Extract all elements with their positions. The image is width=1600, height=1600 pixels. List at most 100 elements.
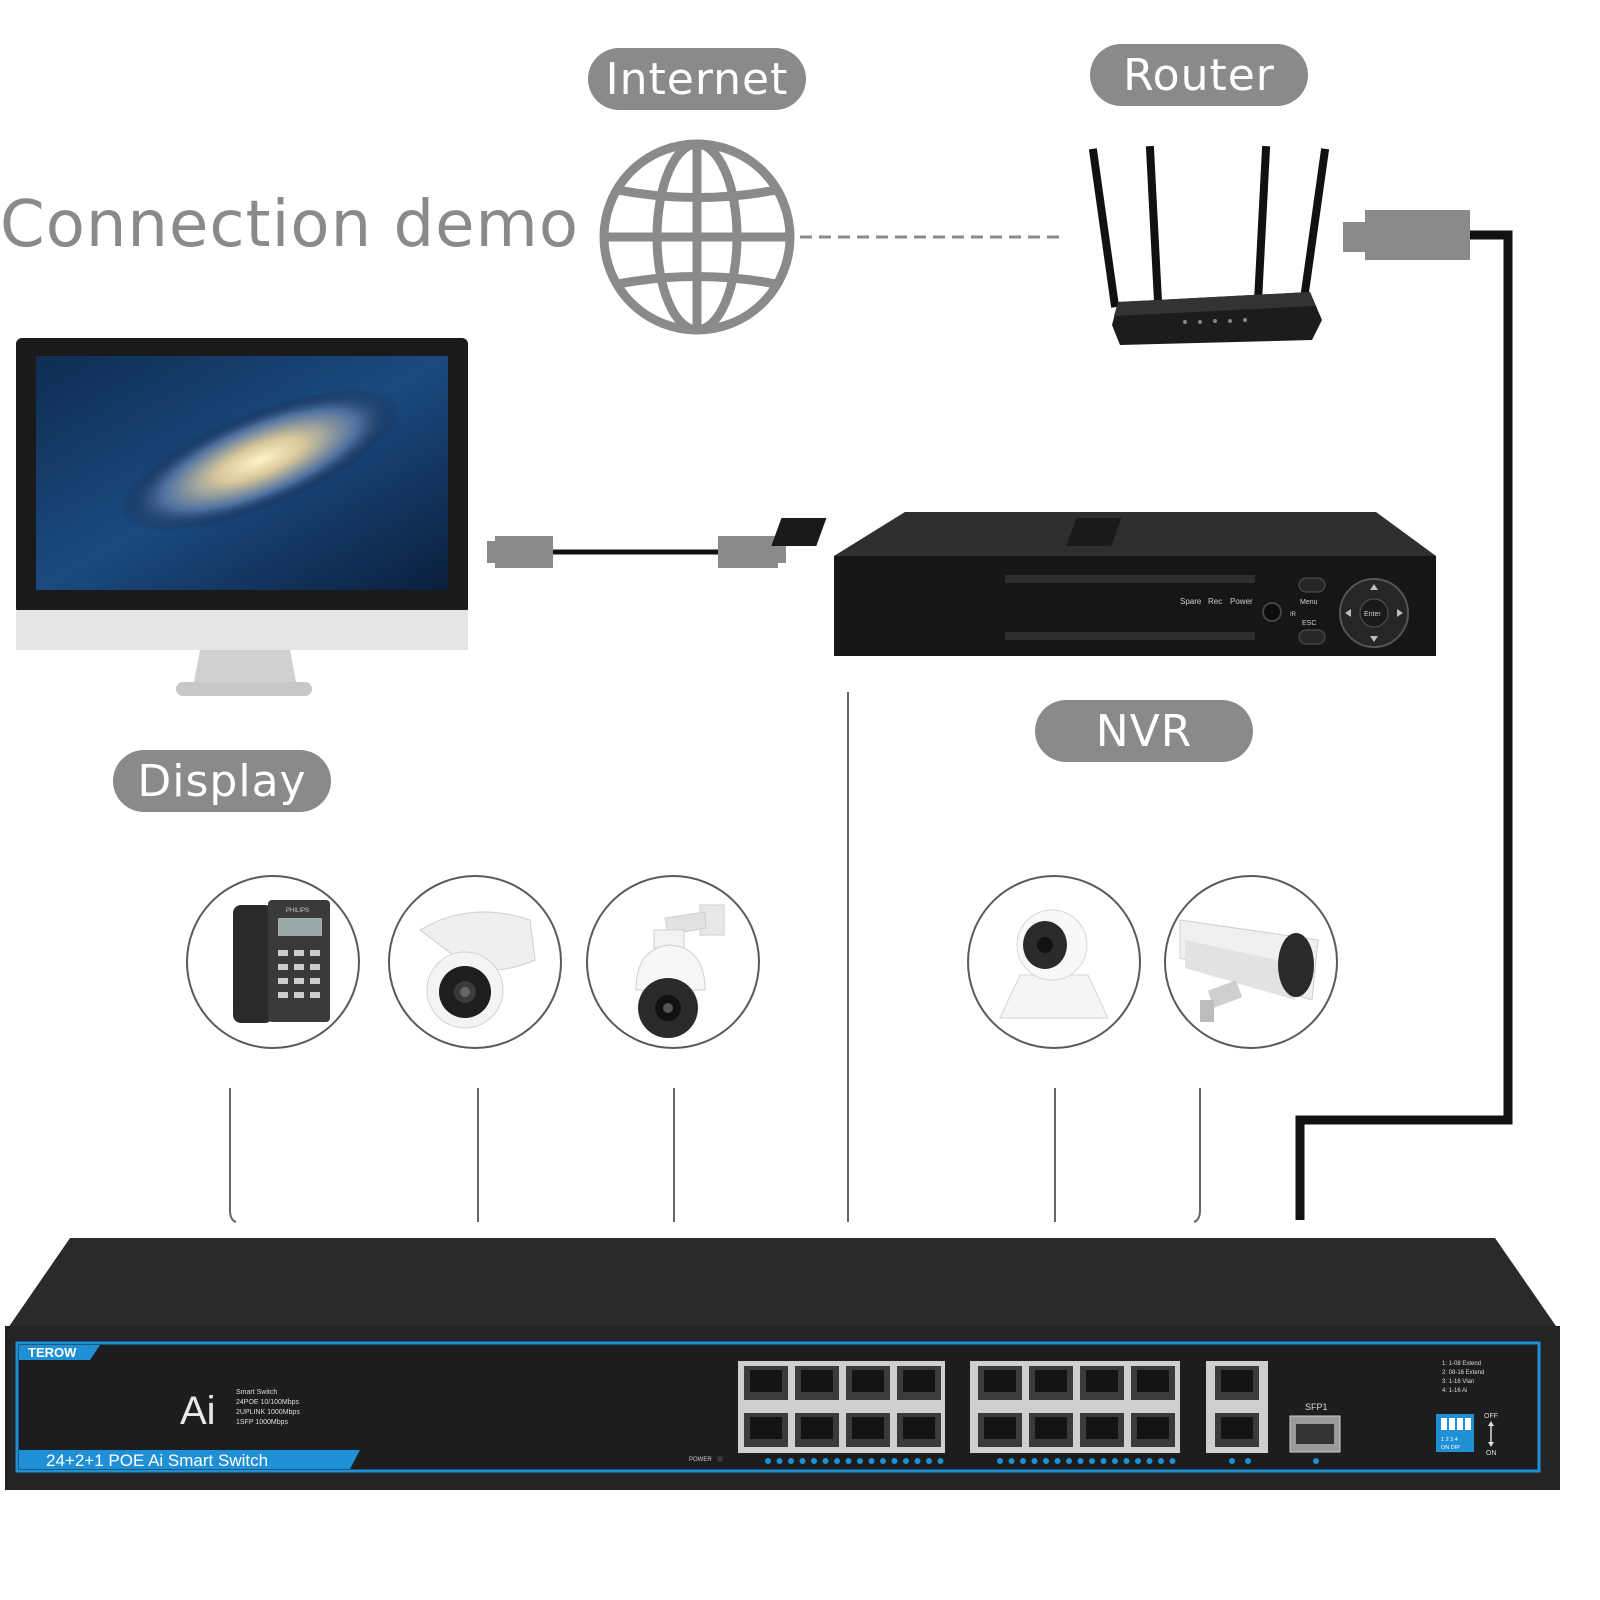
dip-line-2: 2: 08-16 Extend [1442,1370,1484,1376]
rj45-ports [744,1366,1259,1447]
rj45-port [1215,1366,1259,1400]
nvr-ir-label: IR [1290,612,1297,618]
port-led [1169,1458,1176,1464]
port-led [997,1458,1003,1464]
spec-line-4: 1SFP 1000Mbps [236,1419,289,1426]
port-led [857,1458,863,1464]
dip-off-label: OFF [1484,1413,1498,1420]
spec-line-2: 24POE 10/100Mbps [236,1399,300,1406]
cable-plug [1365,210,1470,260]
port-led [1123,1458,1130,1464]
port-led [1100,1458,1107,1464]
device-ptz-camera [586,875,760,1049]
device-dome-camera [388,875,562,1049]
port-led [1031,1458,1038,1464]
rj45-port [846,1366,890,1400]
display-label: Display [113,750,331,812]
port-led [1135,1458,1141,1464]
rj45-port [1131,1413,1175,1447]
rj45-port [897,1413,941,1447]
port-led [788,1458,794,1464]
port-led [914,1458,921,1464]
poe-switch: TEROW 24+2+1 POE Ai Smart Switch Ai Smar… [5,1238,1560,1490]
rj45-port [978,1413,1022,1447]
dip-sub: ON DIP [1441,1445,1460,1451]
dip-numbers: 1 2 3 4 [1441,1437,1458,1443]
port-led [1089,1458,1095,1464]
port-led [765,1458,771,1464]
rj45-port [744,1366,788,1400]
dip-line-1: 1: 1-08 Extend [1442,1361,1481,1367]
port-leds [765,1458,1319,1464]
port-led [926,1458,932,1464]
port-led [880,1458,886,1464]
port-led [1112,1458,1118,1464]
link-bullet-camera [1193,1088,1201,1223]
rj45-port [1215,1413,1259,1447]
device-bullet-camera [1164,875,1338,1049]
internet-label: Internet [588,48,806,110]
port-led [903,1458,909,1464]
nvr-rec-label: Rec [1208,597,1222,606]
power-label: POWER [689,1457,712,1463]
nvr-spare-label: Spare [1180,597,1202,606]
dip-on-label: ON [1486,1450,1497,1457]
rj45-port [795,1366,839,1400]
port-led [891,1458,898,1464]
port-led [811,1458,817,1464]
switch-brand: TEROW [28,1345,77,1360]
nvr-menu-label: Menu [1300,599,1318,606]
nvr-device: Spare Rec Power IR Menu ESC Enter [771,512,1436,656]
spec-line-3: 2UPLINK 1000Mbps [236,1409,300,1416]
globe-icon [599,139,795,335]
port-led [799,1458,806,1464]
switch-model: 24+2+1 POE Ai Smart Switch [46,1451,268,1470]
rj45-port [1029,1366,1073,1400]
port-led [1054,1458,1061,1464]
rj45-port [846,1413,890,1447]
port-led [868,1458,875,1464]
port-led [834,1458,840,1464]
hdmi-cable [487,536,786,568]
port-led [822,1458,829,1464]
rj45-port [795,1413,839,1447]
rj45-port [1080,1366,1124,1400]
port-led [1077,1458,1084,1464]
dip-line-4: 4: 1-16 Ai [1442,1388,1467,1394]
port-led [1008,1458,1015,1464]
port-led [1066,1458,1072,1464]
port-led [1313,1458,1319,1464]
diagram-title: Connection demo [0,188,579,262]
switch-ai-logo: Ai [180,1389,216,1433]
rj45-port [1080,1413,1124,1447]
spec-line-1: Smart Switch [236,1389,277,1396]
router-icon [1088,145,1330,345]
rj45-port [1131,1366,1175,1400]
router-label: Router [1090,44,1308,106]
rj45-port [1029,1413,1073,1447]
device-ip-phone: PHILIPS [186,875,360,1049]
port-led [1229,1458,1235,1464]
sfp-label: SFP1 [1305,1402,1328,1412]
phone-brand: PHILIPS [286,908,309,914]
rj45-port [978,1366,1022,1400]
port-led [776,1458,783,1464]
monitor-icon [16,338,468,696]
nvr-esc-label: ESC [1302,620,1316,627]
nvr-power-label: Power [1230,597,1253,606]
nvr-enter-label: Enter [1364,611,1381,618]
rj45-port [744,1413,788,1447]
cable-connector [1343,222,1365,252]
port-led [1043,1458,1049,1464]
port-led [1020,1458,1026,1464]
dip-line-3: 3: 1-16 Vlan [1442,1379,1474,1385]
nvr-label: NVR [1035,700,1253,762]
rj45-port [897,1366,941,1400]
link-ip-phone [229,1088,237,1223]
port-led [845,1458,852,1464]
router-switch-cable [1295,230,1513,1220]
port-led [1158,1458,1164,1464]
port-led [1146,1458,1153,1464]
